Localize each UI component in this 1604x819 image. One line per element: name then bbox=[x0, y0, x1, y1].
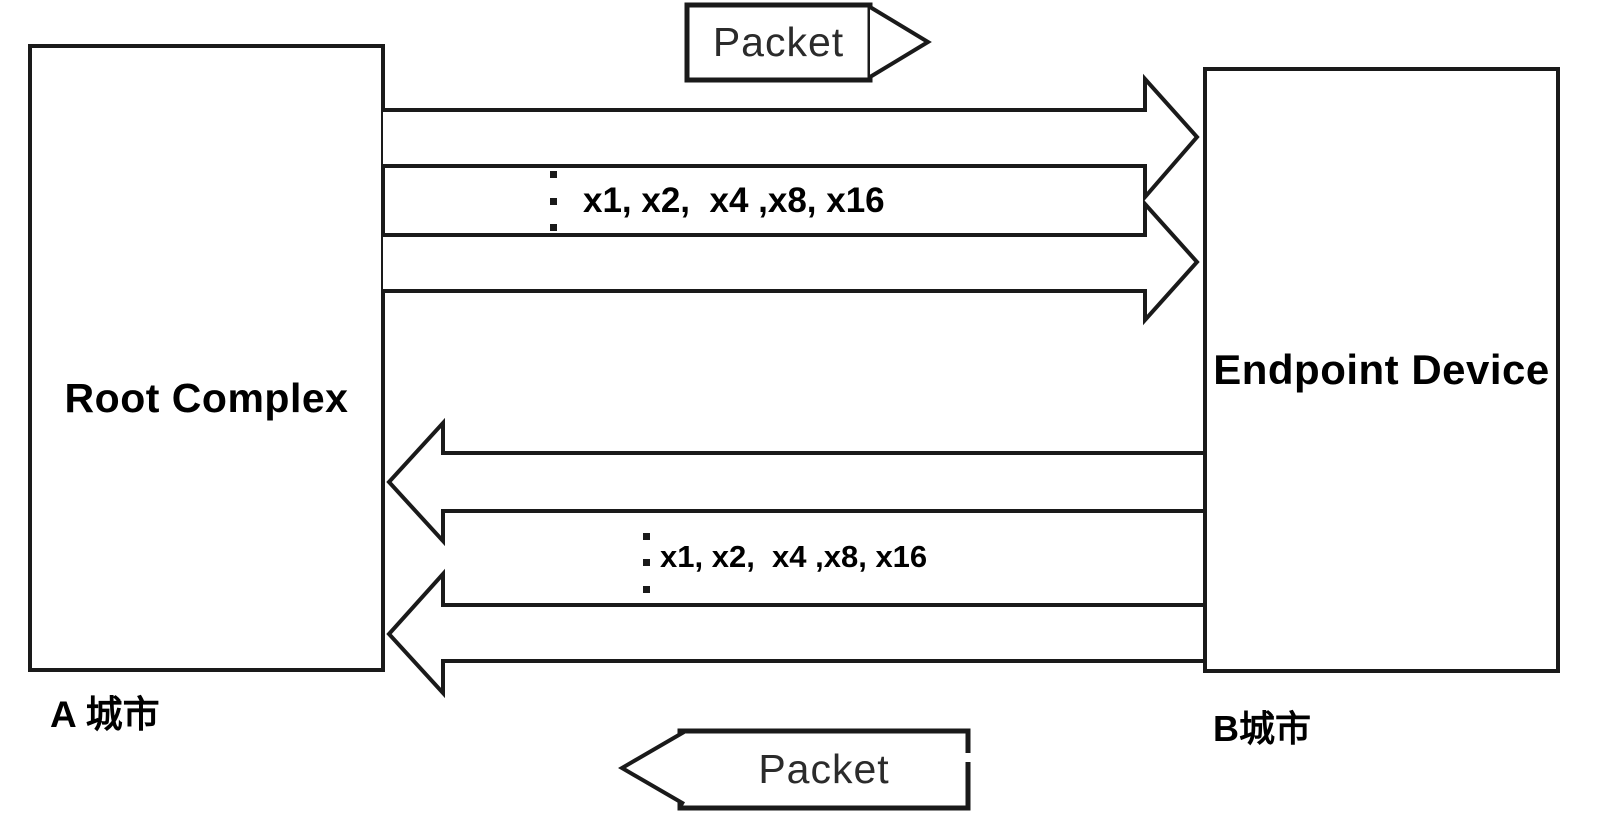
city-b-caption: B城市 bbox=[1213, 708, 1311, 749]
packet-bottom-label: Packet bbox=[758, 746, 890, 792]
endpoint-device-box: Endpoint Device bbox=[1203, 67, 1560, 673]
lane-ellipsis-bottom-vertical-dots-icon bbox=[643, 533, 650, 593]
packet-top-box bbox=[684, 2, 873, 83]
root-complex-box: Root Complex bbox=[28, 44, 385, 672]
root-complex-label: Root Complex bbox=[64, 374, 349, 421]
packet-bottom-arrowhead-left-triangle-icon bbox=[618, 730, 686, 806]
endpoint-device-label: Endpoint Device bbox=[1213, 346, 1550, 393]
downstream-lane-arrow-1-right-block-arrow-icon bbox=[383, 73, 1200, 203]
upstream-lanes-label: x1, x2, x4 ,x8, x16 bbox=[660, 539, 928, 574]
city-a-caption: A 城市 bbox=[50, 694, 160, 735]
upstream-lane-arrow-1-left-block-arrow-icon bbox=[386, 417, 1203, 547]
downstream-lane-arrow-2-right-block-arrow-icon bbox=[383, 198, 1200, 326]
packet-bottom-box bbox=[677, 728, 971, 811]
upstream-lane-arrow-2-left-block-arrow-icon bbox=[386, 568, 1203, 699]
lane-ellipsis-top-vertical-dots-icon bbox=[550, 171, 557, 231]
packet-bottom-border-gap bbox=[962, 753, 972, 762]
downstream-lanes-label: x1, x2, x4 ,x8, x16 bbox=[583, 181, 885, 220]
packet-top-arrowhead-right-triangle-icon bbox=[868, 5, 932, 79]
packet-top-label: Packet bbox=[712, 19, 845, 65]
